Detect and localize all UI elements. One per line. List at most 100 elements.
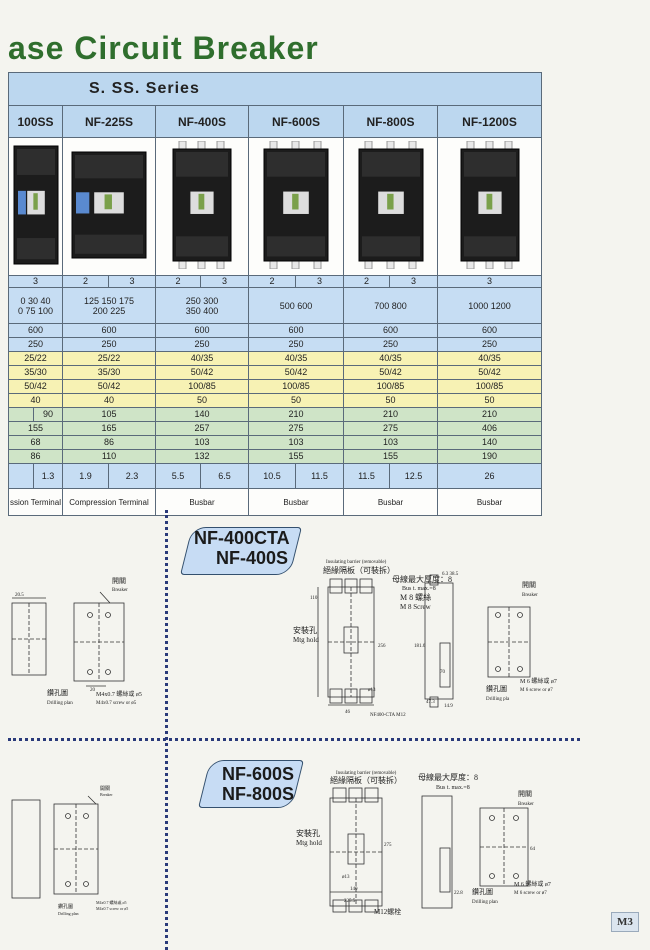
product-image-cell <box>62 137 156 276</box>
dimension-value: 140 <box>155 407 249 422</box>
dimension-value: 210 <box>343 407 438 422</box>
spec-row-value: 250 <box>436 337 543 352</box>
dimension-value: 105 <box>62 407 156 422</box>
dimension-row-value: 103 <box>155 435 249 450</box>
drill-cn: 鑽孔圖 <box>486 684 507 693</box>
mtg-en: Mtg hold <box>296 839 322 847</box>
poles-value: 3 <box>8 275 63 288</box>
dimension-row-value: 155 <box>8 421 63 436</box>
dim-label: 225.5 <box>344 899 356 904</box>
spec-row-value: 40/35 <box>436 351 543 366</box>
section-title-nf600: NF-600S NF-800S <box>210 764 294 804</box>
breaker-photo <box>13 145 59 265</box>
dimension-value: 210 <box>248 407 344 422</box>
dimension-value: 210 <box>436 407 543 422</box>
poles-value: 3 <box>436 275 543 288</box>
spec-row-value: 35/30 <box>8 365 63 380</box>
product-image-row <box>8 137 543 276</box>
model-header: NF-400S <box>155 105 249 138</box>
drawing-left-bottom: 開關 Breaker 鑽孔圖 Drilling plan M4x0.7 螺絲或 … <box>11 786 128 916</box>
connection-value: Compression Terminal <box>62 488 156 516</box>
rated-current-line: 500 600 <box>279 300 313 311</box>
product-image-cell <box>436 137 543 276</box>
m12-label: M12螺栓 <box>374 907 401 916</box>
weight-value <box>8 463 34 489</box>
dimension-row-value: 155 <box>248 449 344 464</box>
dimension-row-value: 406 <box>436 421 543 436</box>
spec-row-value: 25/22 <box>8 351 63 366</box>
dim-label: 6.3 38.5 <box>442 572 459 577</box>
breaker-photo <box>263 141 329 269</box>
model-header: NF-600S <box>248 105 344 138</box>
breaker-en: Breaker <box>100 792 113 797</box>
dim-label: 22.8 <box>454 891 463 896</box>
spec-row-value: 250 <box>248 337 344 352</box>
section-line-2: NF-400S <box>215 548 288 568</box>
breaker-cn: 開關 <box>518 790 532 798</box>
dim-label: 140 <box>350 887 358 892</box>
poles-value: 3 <box>389 275 438 288</box>
spec-row-value: 250 <box>62 337 156 352</box>
m8-cn: M 8 螺絲 <box>400 592 431 602</box>
dimension-row-value: 86 <box>62 435 156 450</box>
spec-row-value: 100/85 <box>155 379 249 394</box>
dim-label: 47.3 <box>426 700 435 705</box>
note: NF400-CTA M12 <box>370 713 406 718</box>
screw-en: M 6 screw or ø7 <box>520 688 553 693</box>
section-divider-horizontal <box>8 738 580 741</box>
spec-row-value: 40 <box>8 393 63 408</box>
spec-row-value: 600 <box>436 323 543 338</box>
dim-label: 64 <box>530 847 536 852</box>
screw-en: M4x0.7 screw or ø5 <box>96 906 128 911</box>
weight-value: 2.3 <box>108 463 156 489</box>
spec-row-value: 50 <box>436 393 543 408</box>
dimension-value <box>8 407 34 422</box>
bus-en: Bus t. max.=8 <box>436 785 470 791</box>
screw-cn: M 6 螺絲或 ø7 <box>514 880 551 888</box>
spec-row-value: 600 <box>343 323 438 338</box>
bus-cn: 母線最大厚度：8 <box>418 772 478 782</box>
spec-row-value: 50 <box>343 393 438 408</box>
spec-row-value: 250 <box>155 337 249 352</box>
drill-cn: 鑽孔圖 <box>472 887 493 896</box>
page-number: M3 <box>611 912 639 932</box>
screw-cn: M4x0.7 螺絲或 ø5 <box>96 899 127 905</box>
section-line-1: NF-400CTA <box>194 528 290 548</box>
breaker-en: Breaker <box>522 593 538 598</box>
dim-label: ø13 <box>342 875 350 880</box>
rated-current-line: 1000 1200 <box>468 300 511 311</box>
spec-row-value: 50/42 <box>8 379 63 394</box>
drill-en: Drilling plan <box>47 701 73 706</box>
screw-cn: M4x0.7 螺絲或 ø5 <box>96 690 142 698</box>
dimension-row-value: 165 <box>62 421 156 436</box>
spec-row-value: 50 <box>248 393 344 408</box>
breaker-cn: 開關 <box>112 577 126 585</box>
weight-value: 12.5 <box>389 463 438 489</box>
dimension-row-value: 140 <box>436 435 543 450</box>
weight-value: 26 <box>436 463 543 489</box>
spec-row-value: 40/35 <box>343 351 438 366</box>
dim-label: 110 <box>310 596 318 601</box>
drawing-nf400: Insulating barrier (removable) 絕緣隔板（可裝拆）… <box>293 560 557 718</box>
product-image-cell <box>8 137 63 276</box>
nf400-side-outline <box>424 582 454 700</box>
page-title: ase Circuit Breaker <box>8 30 319 66</box>
poles-value: 2 <box>248 275 296 288</box>
breaker-en: Breaker <box>112 588 128 593</box>
dim-label: 20 <box>90 688 96 693</box>
dim-label: 20.5 <box>15 593 24 598</box>
breaker-cn: 開關 <box>522 581 536 589</box>
mtg-en: Mtg hold <box>293 636 319 644</box>
